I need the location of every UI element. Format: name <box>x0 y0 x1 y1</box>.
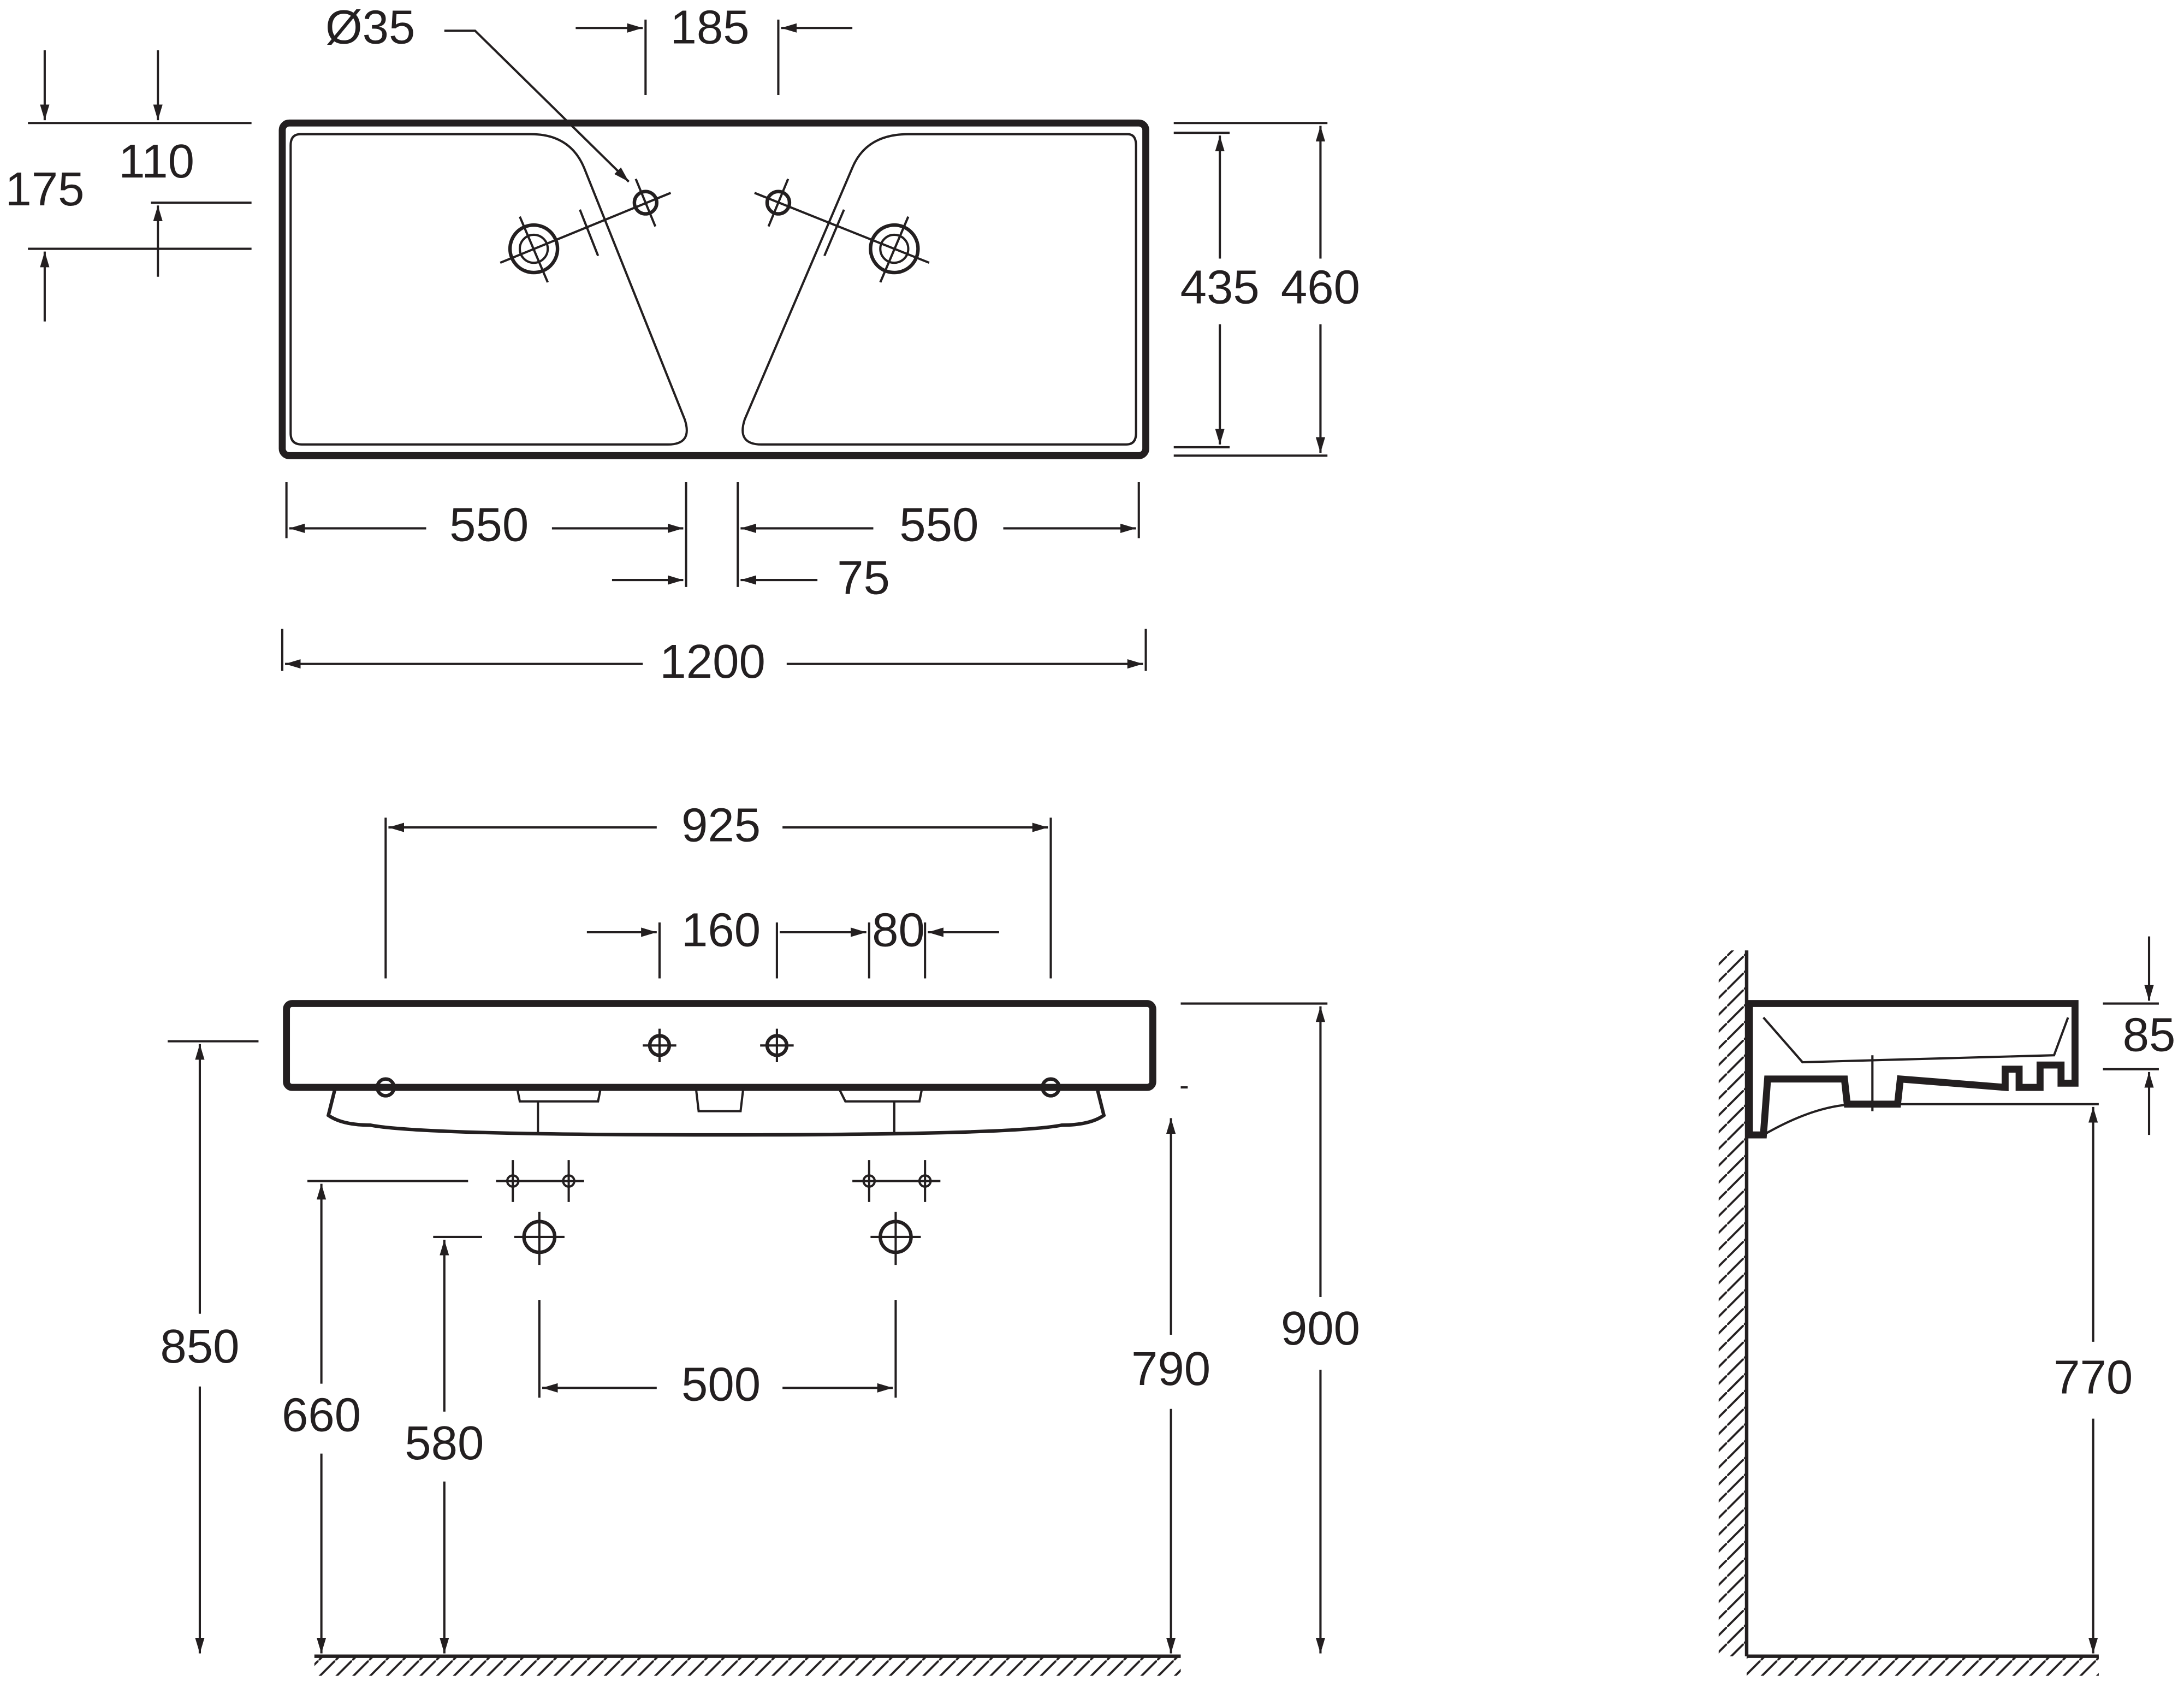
height-790-label: 790 <box>1131 1342 1210 1395</box>
bracket-span-label: 925 <box>681 799 761 852</box>
basin-depth-label: 85 <box>2123 1008 2176 1061</box>
tap-spacing-label: 185 <box>670 1 749 54</box>
left-bowl-outline <box>289 133 688 446</box>
outer-depth-label: 460 <box>1281 261 1360 313</box>
overall-width-label: 1200 <box>660 635 765 688</box>
supply-connection-icon <box>496 1160 941 1202</box>
right-tap-hole-icon <box>754 178 930 283</box>
basin-outline <box>278 119 1149 459</box>
fixing-80-label: 80 <box>872 904 925 957</box>
left-basin-width-label: 550 <box>449 498 529 551</box>
height-850-label: 850 <box>160 1320 239 1373</box>
waste-connection-icon <box>514 1211 921 1265</box>
floor-hatch-side <box>1746 1656 2099 1676</box>
inner-depth-label: 435 <box>1180 261 1260 313</box>
floor-hatch <box>314 1656 1181 1676</box>
fixing-160-label: 160 <box>681 904 761 957</box>
side-view: 85 770 <box>1718 936 2176 1676</box>
left-tap-hole-icon <box>500 178 672 283</box>
waste-spacing-label: 500 <box>681 1358 761 1411</box>
fixing-point-icon <box>375 1077 1061 1098</box>
underside-770-label: 770 <box>2054 1351 2133 1404</box>
wall-hatch <box>1718 950 1747 1656</box>
right-bowl-outline <box>741 133 1137 446</box>
tap-hole-marker-icon <box>643 1028 794 1063</box>
height-900-label: 900 <box>1281 1302 1360 1355</box>
tap-offset-110-label: 110 <box>118 135 194 188</box>
divider-width-label: 75 <box>837 552 890 605</box>
tap-offset-175-label: 175 <box>5 163 84 216</box>
front-view: 925 160 80 850 660 580 500 790 900 <box>160 799 1360 1676</box>
right-basin-width-label: 550 <box>899 498 978 551</box>
height-660-label: 660 <box>282 1389 361 1442</box>
basin-front-outline <box>283 1000 1156 1091</box>
height-580-label: 580 <box>405 1417 484 1470</box>
basin-side-profile <box>1746 1000 2079 1139</box>
top-view: Ø35 185 110 175 435 460 550 550 75 1200 <box>5 1 1360 688</box>
tap-hole-diameter-label: Ø35 <box>325 1 415 54</box>
basin-underside <box>326 1087 1106 1137</box>
